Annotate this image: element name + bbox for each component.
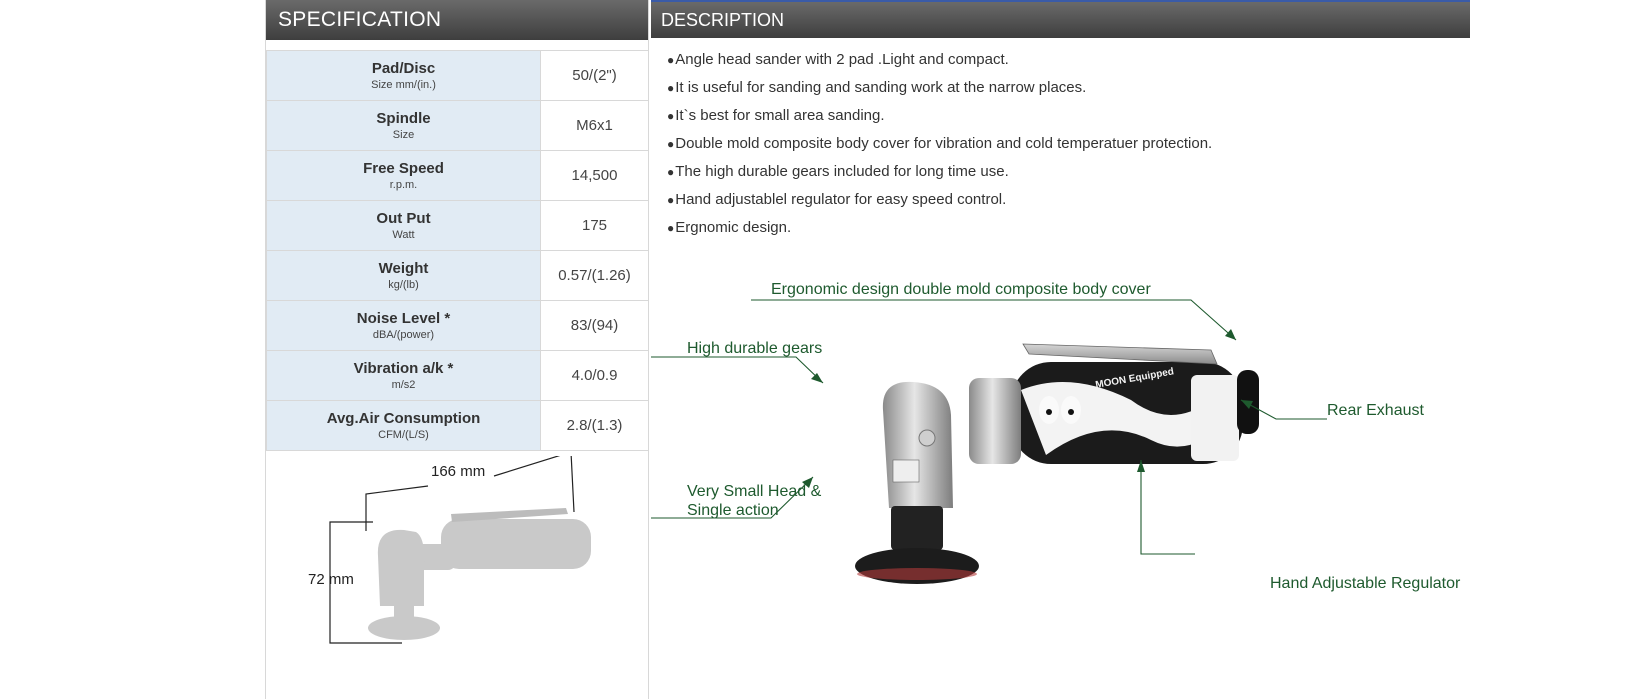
- spec-unit: r.p.m.: [389, 178, 418, 191]
- callout-body-cover: Ergonomic design double mold composite b…: [771, 281, 1151, 298]
- arrow-icon: [1241, 400, 1253, 409]
- spec-name: Spindle: [376, 109, 431, 127]
- height-line: [329, 521, 402, 644]
- specification-title: SPECIFICATION: [278, 8, 442, 31]
- spec-unit: dBA/(power): [372, 328, 435, 341]
- callout-rear-exhaust: Rear Exhaust: [1327, 402, 1424, 419]
- callout-head-line1: Very Small Head &: [687, 483, 822, 500]
- spec-value: 4.0/0.9: [540, 350, 649, 401]
- spec-unit: m/s2: [391, 378, 416, 391]
- product-illustration: MOON Equipped: [651, 281, 1461, 592]
- bullet-icon: ●: [667, 165, 675, 179]
- spec-unit: kg/(lb): [388, 278, 419, 291]
- list-item: ●Double mold composite body cover for vi…: [667, 135, 1213, 152]
- list-item: ●It is useful for sanding and sanding wo…: [667, 79, 1087, 96]
- callout-head-line2: Single action: [687, 502, 779, 519]
- table-row: Noise Level *dBA/(power) 83/(94): [266, 300, 649, 351]
- description-list: ●Angle head sander with 2 pad .Light and…: [667, 46, 1212, 242]
- callout-line-rear-exhaust: [1240, 399, 1327, 420]
- spec-value: 83/(94): [540, 300, 649, 351]
- tool-label-plate: [1191, 375, 1239, 461]
- spec-unit: Size mm/(in.): [371, 78, 436, 91]
- tool-spindle: [891, 506, 943, 550]
- arrow-icon: [802, 477, 813, 488]
- sanding-disc: [857, 568, 977, 580]
- tool-lever: [1022, 343, 1218, 365]
- table-row: Vibration a/k *m/s2 4.0/0.9: [266, 350, 649, 401]
- callout-labels: Ergonomic design double mold composite b…: [687, 281, 1461, 592]
- dimension-lines: [329, 456, 575, 644]
- description-title: DESCRIPTION: [661, 9, 785, 30]
- callout-regulator: Hand Adjustable Regulator: [1270, 575, 1461, 592]
- dimension-height-label: 72 mm: [308, 571, 354, 588]
- spec-value: 14,500: [540, 150, 649, 201]
- spec-name: Vibration a/k *: [353, 359, 454, 377]
- arrow-icon: [1137, 460, 1145, 472]
- callout-lines: [651, 299, 1327, 555]
- spec-name: Pad/Disc: [371, 59, 436, 77]
- spec-value: 175: [540, 200, 649, 251]
- spec-unit: Size: [392, 128, 415, 141]
- arrow-icon: [1225, 329, 1236, 340]
- list-item: ●Ergnomic design.: [667, 219, 792, 236]
- description-panel: DESCRIPTION ●Angle head sander with 2 pa…: [651, 0, 1470, 699]
- list-item: ●Hand adjustablel regulator for easy spe…: [667, 191, 1007, 208]
- tool-head-screw: [918, 429, 936, 447]
- spec-value: M6x1: [540, 100, 649, 151]
- callout-gears: High durable gears: [687, 340, 822, 357]
- silhouette-head: [377, 529, 425, 606]
- length-line-right: [493, 456, 575, 513]
- spec-unit: CFM/(L/S): [378, 428, 429, 441]
- bullet-icon: ●: [667, 221, 675, 235]
- specification-header: SPECIFICATION: [266, 0, 648, 40]
- dimension-diagram: 166 mm 72 mm: [308, 456, 591, 644]
- spec-unit: Watt: [392, 228, 415, 241]
- list-item: ●Angle head sander with 2 pad .Light and…: [667, 51, 1009, 68]
- callout-line-gears: [651, 356, 824, 384]
- silhouette-lever: [451, 508, 568, 522]
- spec-name: Weight: [378, 259, 429, 277]
- length-line-left: [365, 485, 429, 531]
- spec-value: 2.8/(1.3): [540, 400, 649, 451]
- spec-value: 0.57/(1.26): [540, 250, 649, 301]
- tool-head: [882, 381, 953, 508]
- spec-name: Free Speed: [363, 159, 444, 177]
- bullet-icon: ●: [667, 81, 675, 95]
- list-item: ●The high durable gears included for lon…: [667, 163, 1009, 180]
- tool-neck: [969, 378, 1021, 464]
- bullet-icon: ●: [667, 193, 675, 207]
- callout-line-regulator: [1140, 460, 1195, 555]
- bullet-icon: ●: [667, 137, 675, 151]
- arrow-icon: [811, 373, 823, 383]
- callout-line-body-cover: [751, 299, 1237, 341]
- sander-tool: MOON Equipped: [855, 343, 1259, 584]
- spec-value: 50/(2"): [540, 50, 649, 101]
- silhouette-pad: [368, 616, 440, 640]
- description-header: DESCRIPTION: [651, 0, 1470, 38]
- list-item: ●It`s best for small area sanding.: [667, 107, 885, 124]
- ce-mark-icon: [892, 459, 920, 483]
- dimension-length-label: 166 mm: [431, 463, 485, 480]
- spec-name: Noise Level *: [356, 309, 451, 327]
- sander-silhouette: [368, 508, 591, 640]
- callout-line-head: [651, 476, 814, 519]
- spec-name: Out Put: [376, 209, 431, 227]
- bullet-icon: ●: [667, 53, 675, 67]
- silhouette-body: [441, 519, 591, 569]
- spec-name: Avg.Air Consumption: [326, 409, 481, 427]
- bullet-icon: ●: [667, 109, 675, 123]
- callout-arrows: [802, 329, 1253, 488]
